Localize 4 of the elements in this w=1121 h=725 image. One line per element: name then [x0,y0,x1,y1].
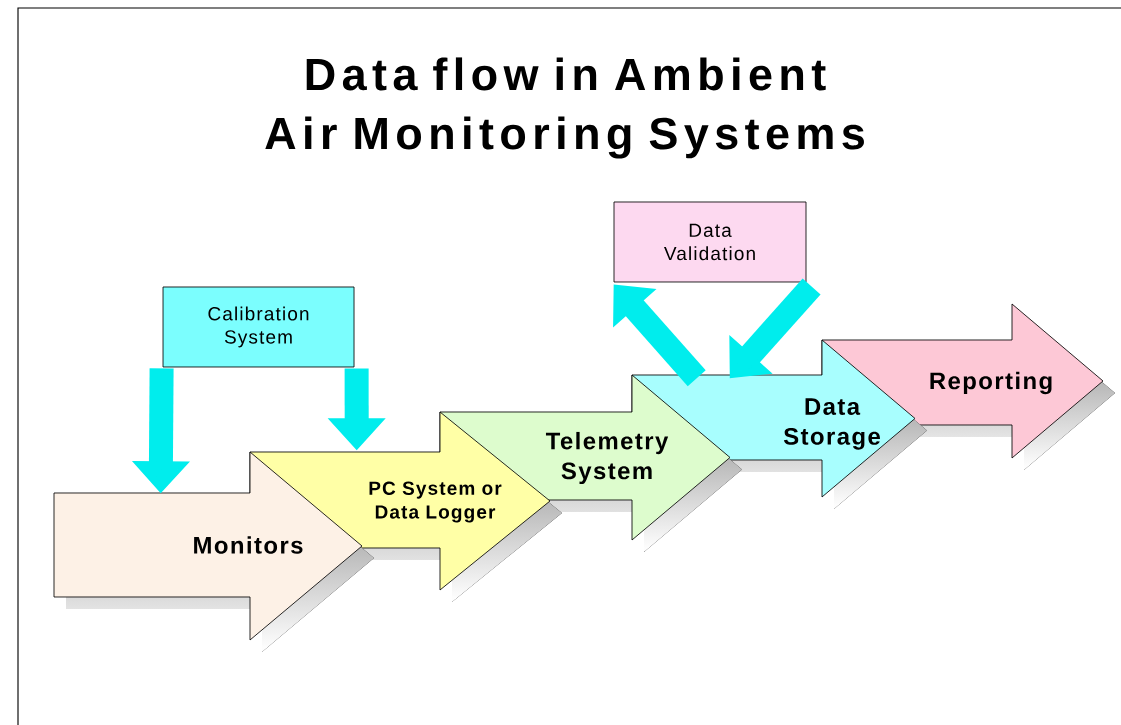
block-arrow [613,284,706,387]
title: Data flow in Ambient Air Monitoring Systems [265,57,864,159]
process-box: Data Validation [613,201,807,283]
process-box: Calibration System [162,286,355,368]
